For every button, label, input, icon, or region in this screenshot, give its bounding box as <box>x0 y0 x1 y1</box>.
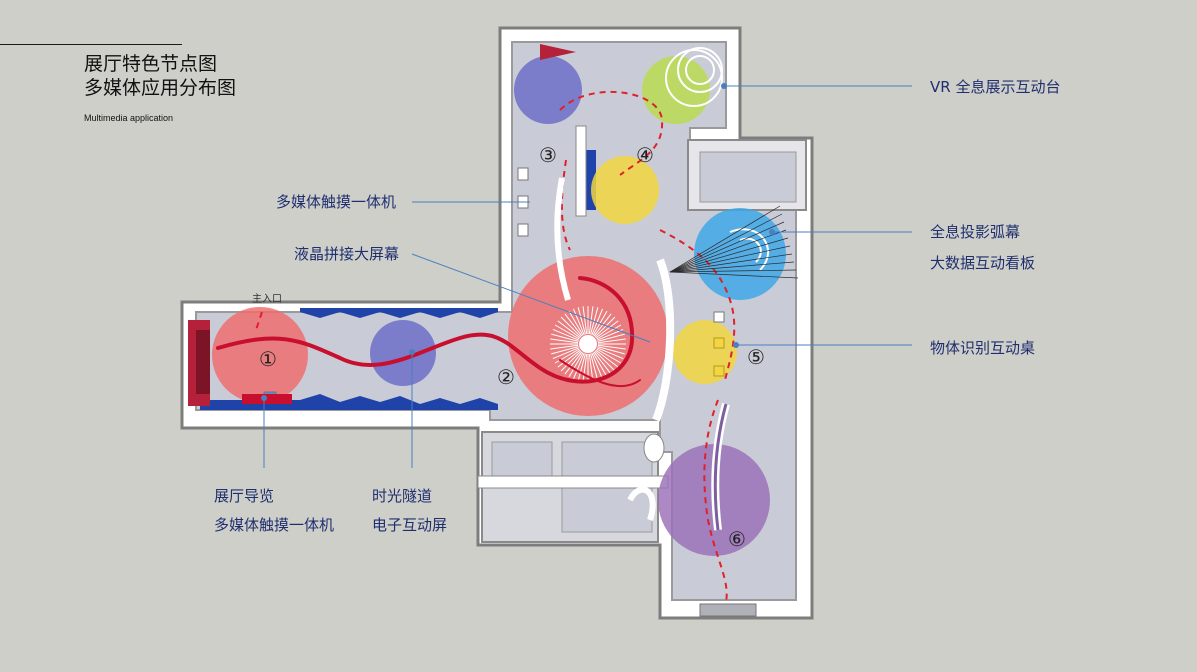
zone-4-circle <box>591 156 659 224</box>
zone-4-number: ④ <box>636 143 654 167</box>
yellow-markers <box>713 337 725 377</box>
fan-ray <box>582 353 588 382</box>
fan-ray <box>552 347 579 360</box>
fan-ray <box>551 333 579 342</box>
blue-display-panels <box>200 150 596 410</box>
fan-ray <box>591 308 604 335</box>
fan-ray <box>597 346 625 355</box>
zone-3-number: ③ <box>539 143 557 167</box>
fan-ray <box>572 353 585 380</box>
fan-ray <box>597 328 624 341</box>
top-entrance-arrow <box>540 44 576 60</box>
fan-ray <box>597 347 624 360</box>
callout-guide-line1: 展厅导览 <box>214 487 275 505</box>
fan-ray <box>594 316 616 338</box>
fan-ray <box>597 333 625 342</box>
callout-guide-line2: 多媒体触摸一体机 <box>214 516 335 534</box>
callout-lcd-wall: 液晶拼接大屏幕 <box>294 245 400 263</box>
leader-lines <box>263 85 912 468</box>
zone-1-number: ① <box>259 347 277 371</box>
zone-2-number: ② <box>497 365 515 389</box>
projection-ray <box>669 221 785 273</box>
fan-ray <box>557 349 581 368</box>
fan-ray <box>560 316 582 338</box>
red-end-wall <box>188 320 210 406</box>
fan-ray <box>560 350 582 372</box>
fan-ray <box>597 344 626 350</box>
fan-center <box>579 335 597 353</box>
projection-ray <box>669 229 787 273</box>
fan-ray <box>591 353 604 380</box>
title-line1: 展厅特色节点图 <box>84 53 218 75</box>
fan-ray <box>554 348 580 364</box>
zone-holo-circle <box>694 208 786 300</box>
fan-ray <box>564 313 583 337</box>
zone-vr-circle <box>642 56 710 124</box>
callout-object-table: 物体识别互动桌 <box>930 339 1036 357</box>
fan-ray <box>552 328 579 341</box>
fan-ray <box>554 324 580 340</box>
projection-ray <box>669 269 797 273</box>
fan-ray <box>550 344 579 350</box>
zone-5-number: ⑤ <box>747 345 765 369</box>
vr-rings <box>665 47 723 107</box>
callout-vr-table: VR 全息展示互动台 <box>930 78 1061 96</box>
leader-dots <box>261 83 775 401</box>
fan-ray <box>593 351 612 375</box>
fan-ray <box>597 338 626 344</box>
projection-ray <box>669 205 781 273</box>
fan-ray <box>577 353 586 381</box>
partition-walls <box>554 125 730 531</box>
projection-ray <box>669 213 783 273</box>
red-ribbon <box>216 276 641 388</box>
fan-ray <box>594 350 616 372</box>
fan-ray <box>577 307 586 335</box>
fan-ray <box>582 306 588 335</box>
title-line2: 多媒体应用分布图 <box>84 77 237 99</box>
fan-ray <box>590 307 599 335</box>
projection-ray <box>669 237 789 273</box>
fan-ray <box>550 338 579 344</box>
fan-ray <box>551 346 579 355</box>
zone-1-circle <box>212 307 308 403</box>
fan-ray <box>564 351 583 375</box>
callout-tunnel-line2: 电子互动屏 <box>372 516 448 534</box>
fan-ray <box>596 348 622 364</box>
entrance-label: 主入口 <box>252 293 282 305</box>
fan-ray <box>595 349 619 368</box>
projection-ray <box>669 245 791 273</box>
title-rule <box>0 44 182 45</box>
visitor-route <box>255 90 736 603</box>
callout-tunnel-line1: 时光隧道 <box>372 487 433 505</box>
zone-6-number: ⑥ <box>728 527 746 551</box>
callout-holo-arc: 全息投影弧幕 <box>930 223 1021 241</box>
fan-ray <box>592 352 608 378</box>
zone-3-circle <box>514 56 582 124</box>
projection-rays <box>669 205 799 279</box>
projection-ray <box>669 271 799 279</box>
fan-ray <box>568 310 584 336</box>
projection-ray <box>669 253 793 273</box>
fan-ray <box>590 353 599 381</box>
callout-touch-kiosk: 多媒体触摸一体机 <box>276 193 397 211</box>
fan-ray <box>588 353 594 382</box>
fan-ray <box>557 320 581 339</box>
callout-bigdata-board: 大数据互动看板 <box>930 254 1036 272</box>
projection-ray <box>669 261 795 273</box>
fan-ray <box>596 324 622 340</box>
subtitle: Multimedia application <box>84 113 174 123</box>
zone-tunnel-circle <box>370 320 436 386</box>
fan-ray <box>568 352 584 378</box>
fan-ray <box>595 320 619 339</box>
fan-ray <box>572 308 585 335</box>
